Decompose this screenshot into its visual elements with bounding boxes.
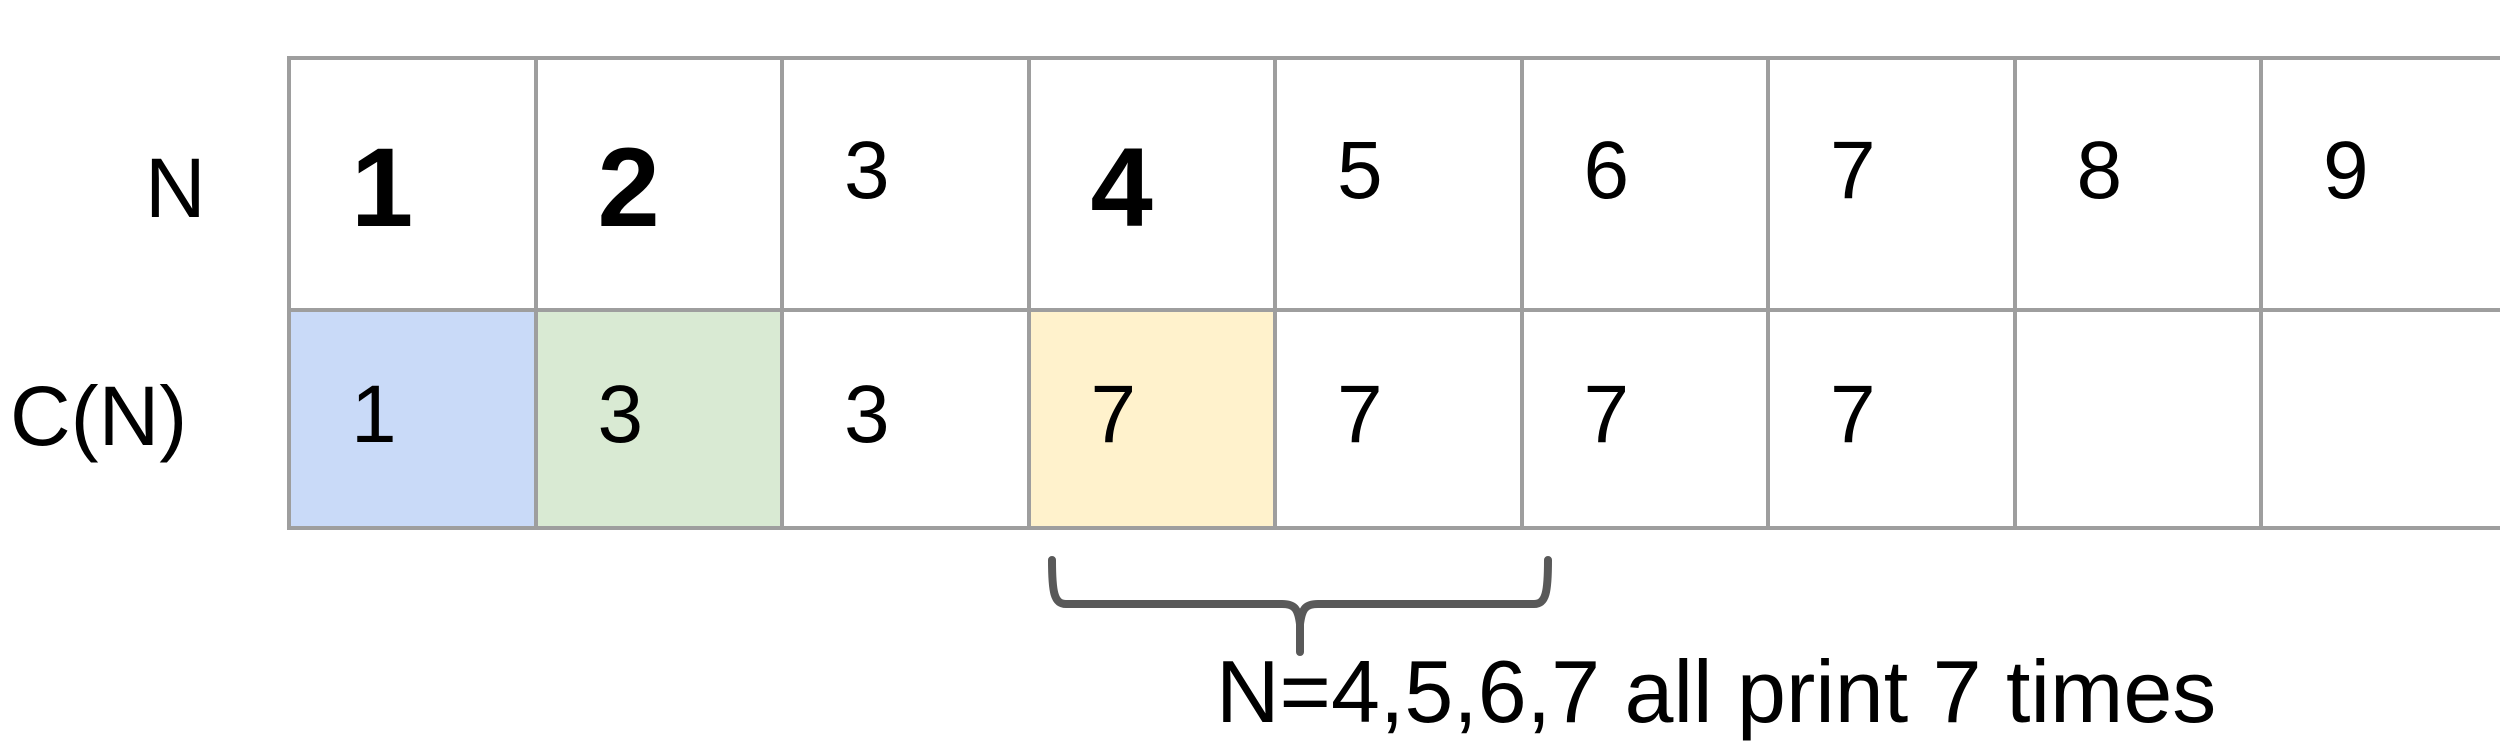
n-value: 8 bbox=[2076, 125, 2123, 216]
n-cell: 2 bbox=[537, 60, 784, 312]
n-cell: 3 bbox=[784, 60, 1031, 312]
n-value: 2 bbox=[597, 125, 660, 250]
cn-value: 7 bbox=[1337, 369, 1383, 460]
n-value: 3 bbox=[844, 125, 890, 216]
cn-value: 1 bbox=[351, 369, 397, 460]
row-label-cn: C(N) bbox=[10, 369, 188, 463]
cn-cell: 3 bbox=[784, 312, 1031, 526]
cn-cell bbox=[2016, 312, 2263, 526]
cn-cell: 7 bbox=[1277, 312, 1524, 526]
n-cell: 8 bbox=[2016, 60, 2263, 312]
n-value: 6 bbox=[1583, 125, 1630, 216]
cn-cell: 7 bbox=[1030, 312, 1277, 526]
cn-cell: 7 bbox=[1523, 312, 1770, 526]
cn-value: 3 bbox=[597, 369, 644, 460]
curly-brace-icon bbox=[1048, 556, 1552, 656]
n-cell: 4 bbox=[1030, 60, 1277, 312]
cn-value: 7 bbox=[1090, 369, 1137, 460]
cn-value: 3 bbox=[844, 369, 890, 460]
n-value: 1 bbox=[351, 125, 414, 250]
cn-cell: 3 bbox=[537, 312, 784, 526]
annotation-caption: N=4,5,6,7 all print 7 times bbox=[1216, 642, 2217, 741]
n-value: 9 bbox=[2323, 125, 2369, 216]
cn-cell bbox=[2263, 312, 2500, 526]
n-value: 7 bbox=[1830, 125, 1876, 216]
n-cell: 1 bbox=[291, 60, 538, 312]
cn-cell: 7 bbox=[1770, 312, 2017, 526]
cn-value: 7 bbox=[1583, 369, 1630, 460]
n-value: 4 bbox=[1090, 125, 1153, 250]
n-cell: 9 bbox=[2263, 60, 2500, 312]
n-cell: 5 bbox=[1277, 60, 1524, 312]
n-cell: 7 bbox=[1770, 60, 2017, 312]
cn-cell: 1 bbox=[291, 312, 538, 526]
n-value: 5 bbox=[1337, 125, 1383, 216]
n-cell: 6 bbox=[1523, 60, 1770, 312]
sequence-table: 1 2 3 4 5 6 7 8 9 1 3 3 7 7 7 7 bbox=[287, 56, 2500, 530]
cn-value: 7 bbox=[1830, 369, 1876, 460]
row-label-n: N bbox=[145, 141, 206, 235]
